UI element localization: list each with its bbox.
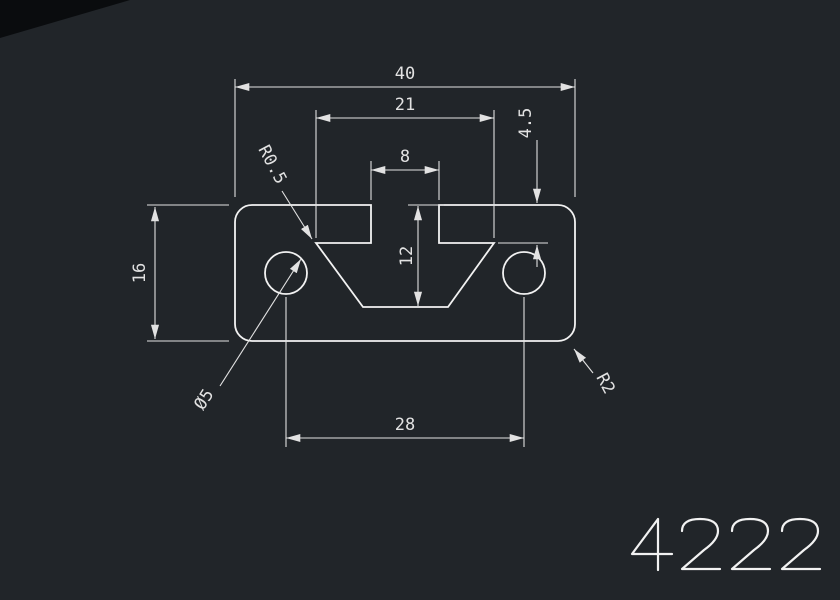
dimension-texts: 40 21 8 4.5 12 16 28 R0.5 Ø5 R2 bbox=[130, 64, 619, 435]
dim-slot-opening: 8 bbox=[400, 147, 410, 167]
leader-corner-radius bbox=[573, 348, 594, 374]
dim-lip-depth: 4.5 bbox=[516, 108, 536, 139]
dim-hole-spacing: 28 bbox=[395, 415, 415, 435]
extension-lines bbox=[147, 79, 576, 447]
sheet-corner bbox=[0, 0, 130, 38]
hole-right bbox=[502, 251, 546, 295]
leader-fillet-radius bbox=[281, 190, 313, 240]
leader-hole-diameter bbox=[219, 258, 302, 387]
part-number bbox=[630, 517, 822, 572]
hole-left bbox=[264, 251, 308, 295]
part-number-digit bbox=[680, 517, 722, 571]
dim-fillet-radius: R0.5 bbox=[254, 142, 291, 188]
dimension-lines bbox=[150, 82, 594, 443]
part-number-digit bbox=[780, 517, 822, 571]
part-number-digit bbox=[730, 517, 772, 571]
part-number-digit bbox=[630, 517, 674, 572]
dim-overall-height: 16 bbox=[130, 263, 150, 283]
profile-section bbox=[234, 204, 576, 342]
profile-outline bbox=[234, 204, 576, 342]
dim-corner-radius: R2 bbox=[592, 370, 619, 397]
dim-overall-width: 40 bbox=[395, 64, 415, 84]
dim-hole-diameter: Ø5 bbox=[190, 386, 218, 414]
dim-slot-width: 21 bbox=[395, 95, 415, 115]
dim-slot-depth: 12 bbox=[397, 246, 417, 266]
